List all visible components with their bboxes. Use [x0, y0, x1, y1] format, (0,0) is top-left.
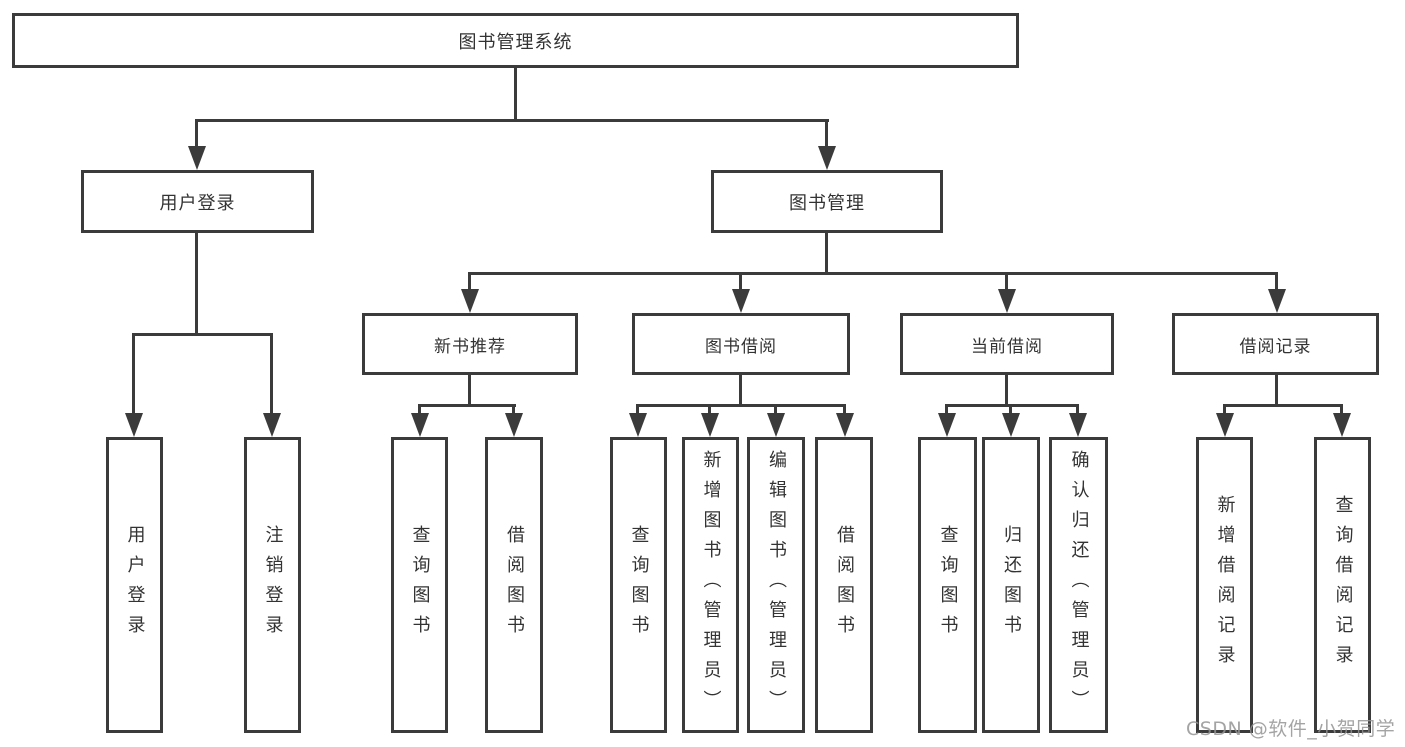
connector-stub [468, 373, 471, 407]
arrow-down [505, 413, 523, 437]
node-library-management-system: 图书管理系统 [12, 13, 1019, 68]
arrow-down [461, 289, 479, 313]
leaf-query-borrow-record: 查询借阅记录 [1314, 437, 1371, 733]
connector-stem [739, 272, 742, 292]
connector-stem [195, 119, 198, 149]
node-current-borrowing: 当前借阅 [900, 313, 1114, 375]
arrow-down [411, 413, 429, 437]
connector-split [1223, 404, 1343, 407]
connector-stem [1223, 404, 1226, 416]
connector-stem [945, 404, 948, 416]
node-book-management: 图书管理 [711, 170, 943, 233]
leaf-confirm-return-admin: 确认归还（管理员） [1049, 437, 1108, 733]
arrow-down [998, 289, 1016, 313]
arrow-down [1002, 413, 1020, 437]
arrow-down [263, 413, 281, 437]
arrow-down [818, 146, 836, 170]
leaf-label: 借阅图书 [834, 525, 855, 645]
connector-root-stub [514, 66, 517, 121]
leaf-add-book-admin: 新增图书（管理员） [682, 437, 739, 733]
arrow-down [629, 413, 647, 437]
connector-user-login-split [132, 333, 273, 336]
arrow-down [1069, 413, 1087, 437]
connector-stub [1275, 373, 1278, 407]
leaf-label: 新增借阅记录 [1214, 495, 1236, 675]
connector-split [945, 404, 1079, 407]
arrow-down [701, 413, 719, 437]
leaf-logout: 注销登录 [244, 437, 301, 733]
connector-stem [270, 333, 273, 414]
node-label: 图书管理 [789, 192, 865, 214]
leaf-label: 借阅图书 [504, 525, 525, 645]
leaf-add-borrow-record: 新增借阅记录 [1196, 437, 1253, 733]
leaf-query-books-current: 查询图书 [918, 437, 977, 733]
node-label: 新书推荐 [434, 336, 506, 357]
leaf-label: 归还图书 [1001, 525, 1022, 645]
node-book-borrowing: 图书借阅 [632, 313, 850, 375]
leaf-query-books-recommend: 查询图书 [391, 437, 448, 733]
leaf-label: 确认归还（管理员） [1068, 450, 1090, 720]
leaf-label: 查询图书 [409, 525, 431, 645]
connector-stub [739, 373, 742, 407]
leaf-label: 编辑图书（管理员） [766, 450, 787, 720]
connector-stem [1005, 272, 1008, 292]
connector-stem [708, 404, 711, 416]
connector-stem [636, 404, 639, 416]
connector-root-split [195, 119, 829, 122]
arrow-down [732, 289, 750, 313]
arrow-down [938, 413, 956, 437]
connector-split [636, 404, 846, 407]
node-label: 图书借阅 [705, 336, 777, 357]
connector-stub [1005, 373, 1008, 407]
leaf-label: 查询图书 [937, 525, 959, 645]
watermark: CSDN @软件_小贺同学 [1186, 718, 1396, 740]
arrow-down [767, 413, 785, 437]
leaf-user-login: 用户登录 [106, 437, 163, 733]
leaf-label: 新增图书（管理员） [700, 450, 722, 720]
connector-split [418, 404, 516, 407]
connector-book-management-stub [825, 231, 828, 275]
arrow-down [125, 413, 143, 437]
arrow-down [188, 146, 206, 170]
connector-stem [1340, 404, 1343, 416]
leaf-borrow-books: 借阅图书 [815, 437, 873, 733]
leaf-label: 注销登录 [262, 525, 284, 645]
connector-stem [512, 404, 515, 416]
node-borrowing-records: 借阅记录 [1172, 313, 1379, 375]
leaf-label: 用户登录 [124, 525, 146, 645]
arrow-down [1333, 413, 1351, 437]
node-label: 图书管理系统 [458, 31, 573, 53]
connector-stem [774, 404, 777, 416]
connector-stem [468, 272, 471, 292]
node-label: 当前借阅 [971, 336, 1043, 357]
connector-stem [825, 119, 828, 149]
connector-stem [843, 404, 846, 416]
connector-book-management-split [468, 272, 1278, 275]
connector-stem [418, 404, 421, 416]
leaf-borrow-books-recommend: 借阅图书 [485, 437, 543, 733]
leaf-edit-book-admin: 编辑图书（管理员） [747, 437, 805, 733]
node-label: 借阅记录 [1239, 336, 1312, 357]
node-label: 用户登录 [159, 192, 236, 214]
leaf-label: 查询借阅记录 [1332, 495, 1354, 675]
connector-stem [1009, 404, 1012, 416]
arrow-down [1216, 413, 1234, 437]
node-user-login: 用户登录 [81, 170, 314, 233]
leaf-query-books-borrowing: 查询图书 [610, 437, 667, 733]
connector-stem [1275, 272, 1278, 292]
arrow-down [1268, 289, 1286, 313]
node-new-book-recommend: 新书推荐 [362, 313, 578, 375]
connector-stem [1076, 404, 1079, 416]
leaf-label: 查询图书 [628, 525, 650, 645]
connector-user-login-stub [195, 231, 198, 335]
connector-stem [132, 333, 135, 414]
arrow-down [836, 413, 854, 437]
leaf-return-books: 归还图书 [982, 437, 1040, 733]
